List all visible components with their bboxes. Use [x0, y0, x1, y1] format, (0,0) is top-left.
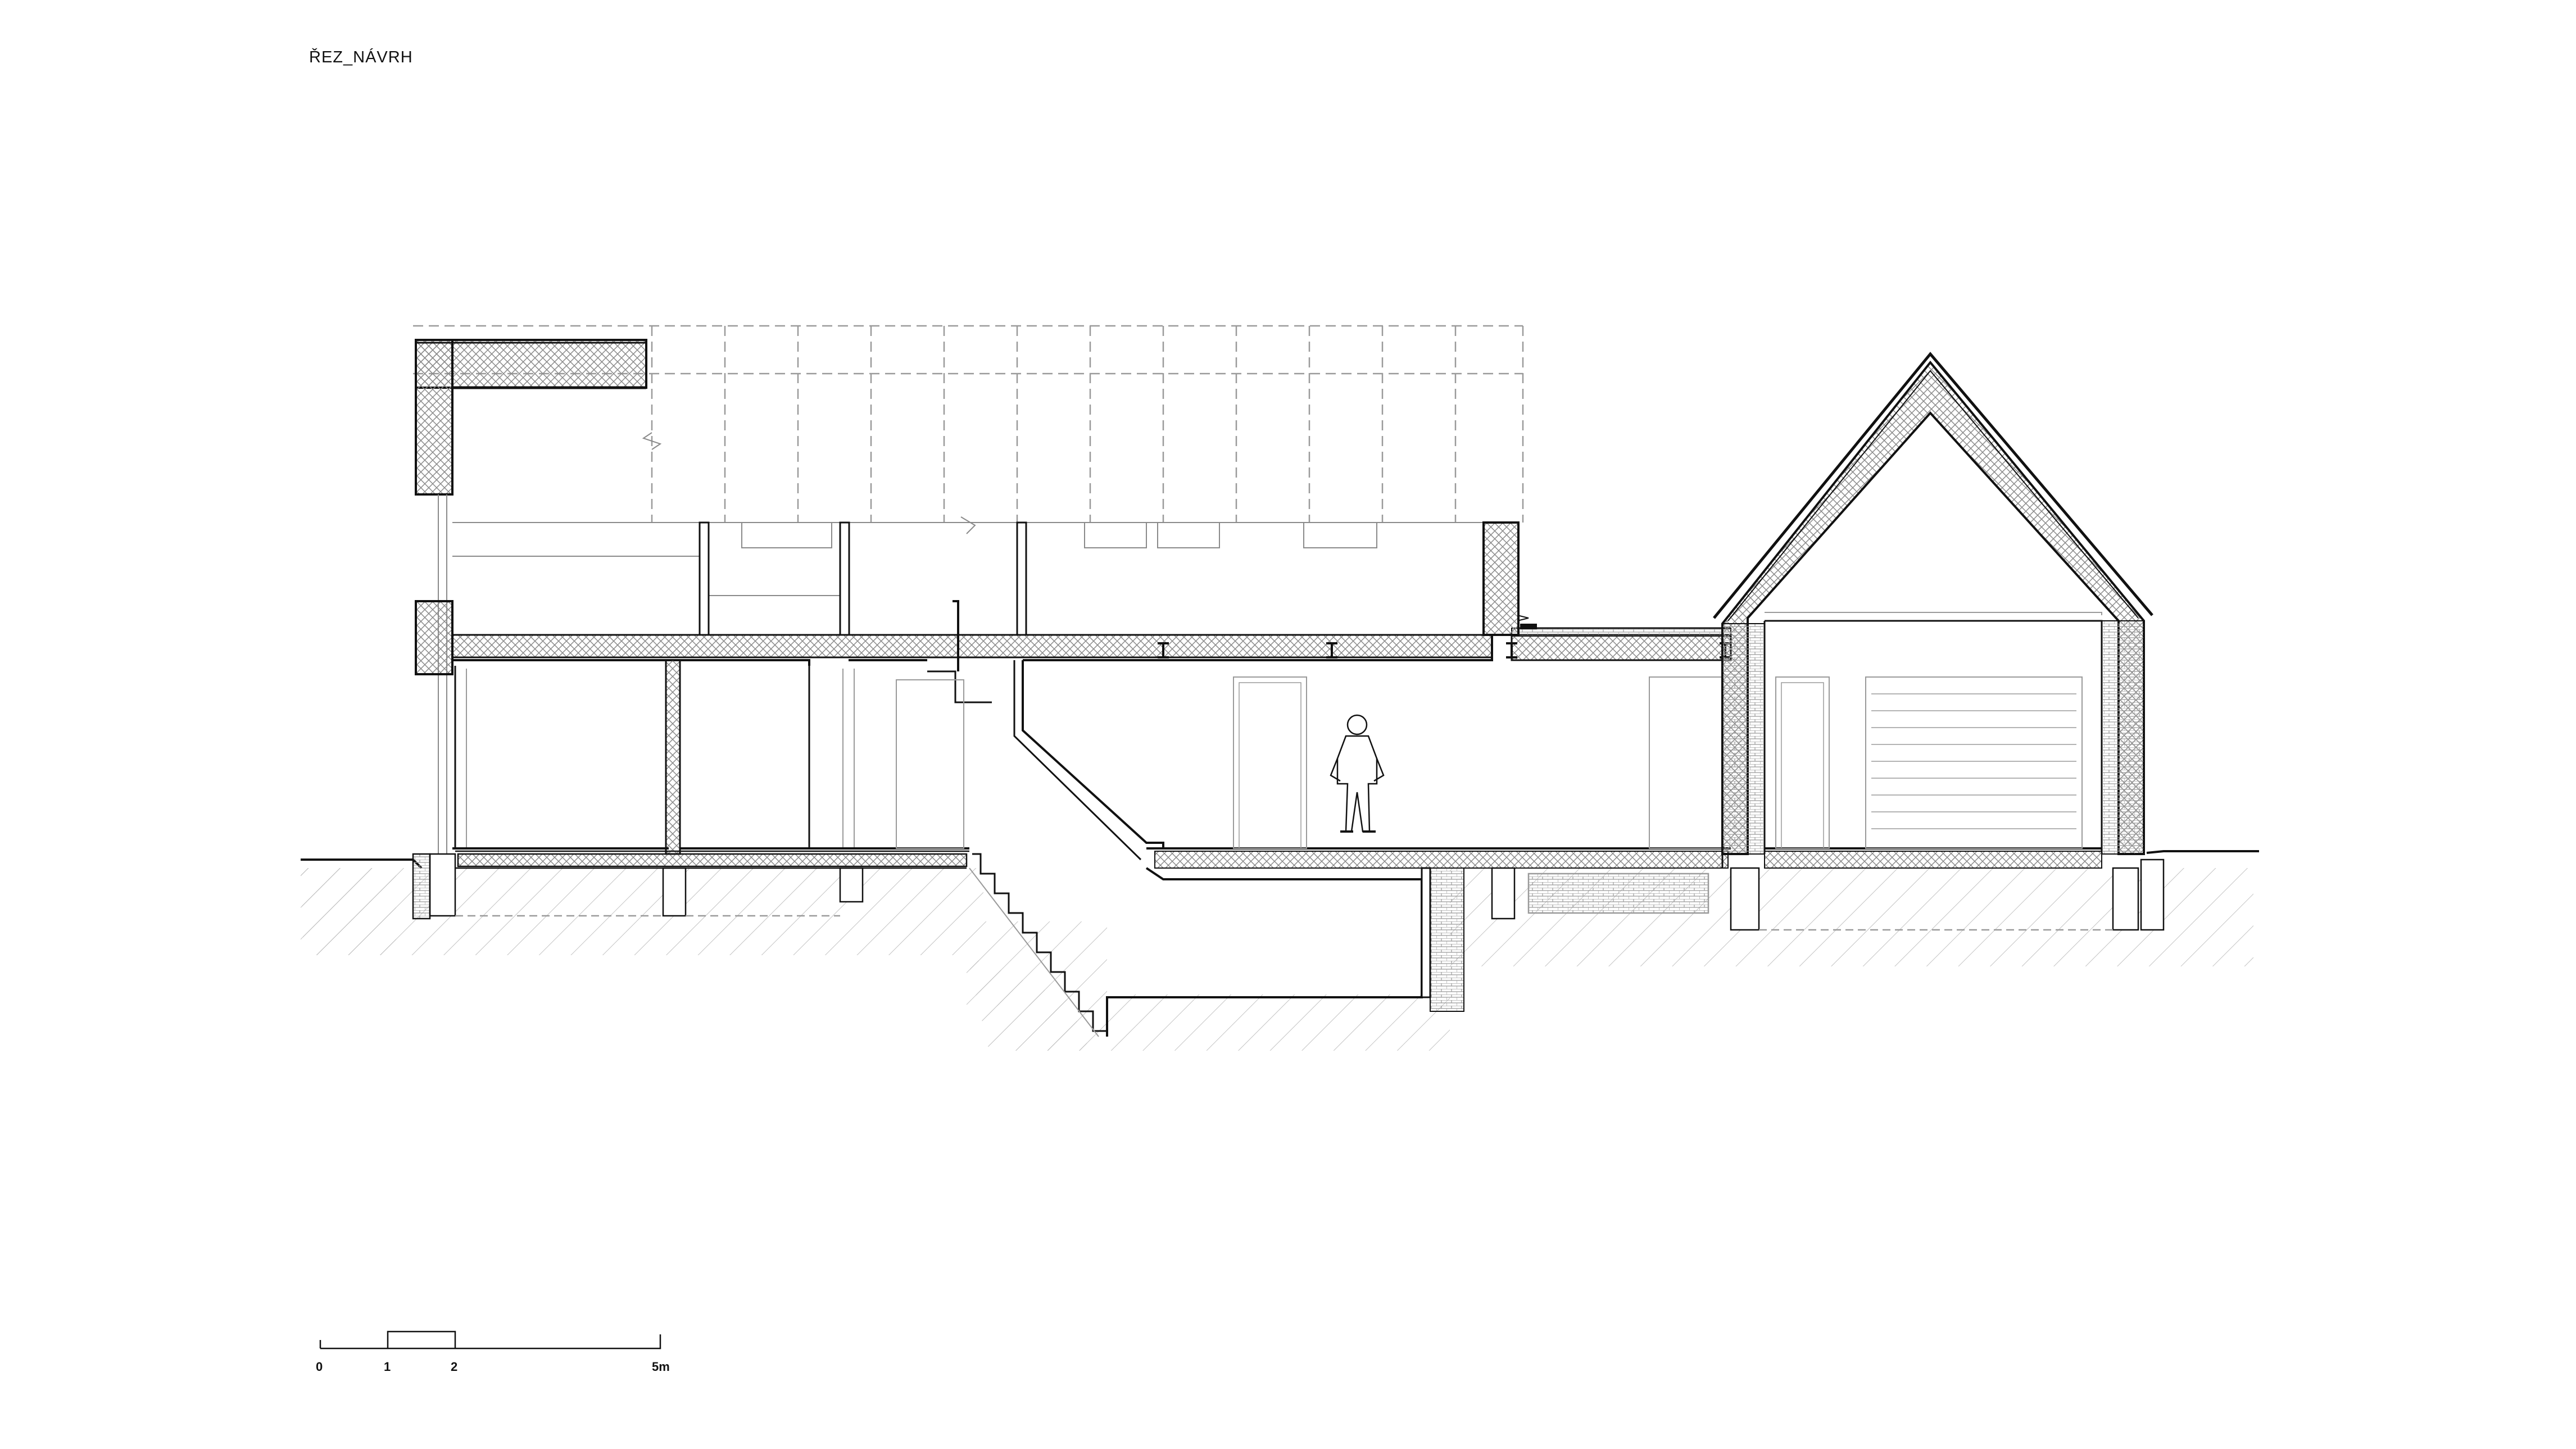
cellar — [1106, 867, 1464, 1037]
foundations — [412, 850, 2165, 931]
upper-partitions — [699, 521, 1520, 671]
left-upper-structure — [415, 339, 647, 496]
scale-label-5m: 5m — [652, 1360, 670, 1374]
scale-label-0: 0 — [316, 1360, 323, 1374]
cellar-stairs — [969, 853, 1107, 1037]
ground-floor-walls — [452, 659, 969, 855]
scale-bar — [319, 1330, 661, 1350]
scale-label-2: 2 — [451, 1360, 457, 1374]
link-roof — [1517, 615, 1731, 629]
drawing-title: ŘEZ_NÁVRH — [309, 48, 413, 66]
scale-label-1: 1 — [384, 1360, 391, 1374]
ground-hatch — [301, 868, 2253, 1051]
first-floor-slab — [415, 600, 1732, 703]
dashed-roof-outline — [413, 325, 1524, 523]
gabled-garage — [1713, 352, 2153, 869]
central-living-space — [1013, 660, 1731, 869]
person-figure — [1330, 714, 1385, 833]
